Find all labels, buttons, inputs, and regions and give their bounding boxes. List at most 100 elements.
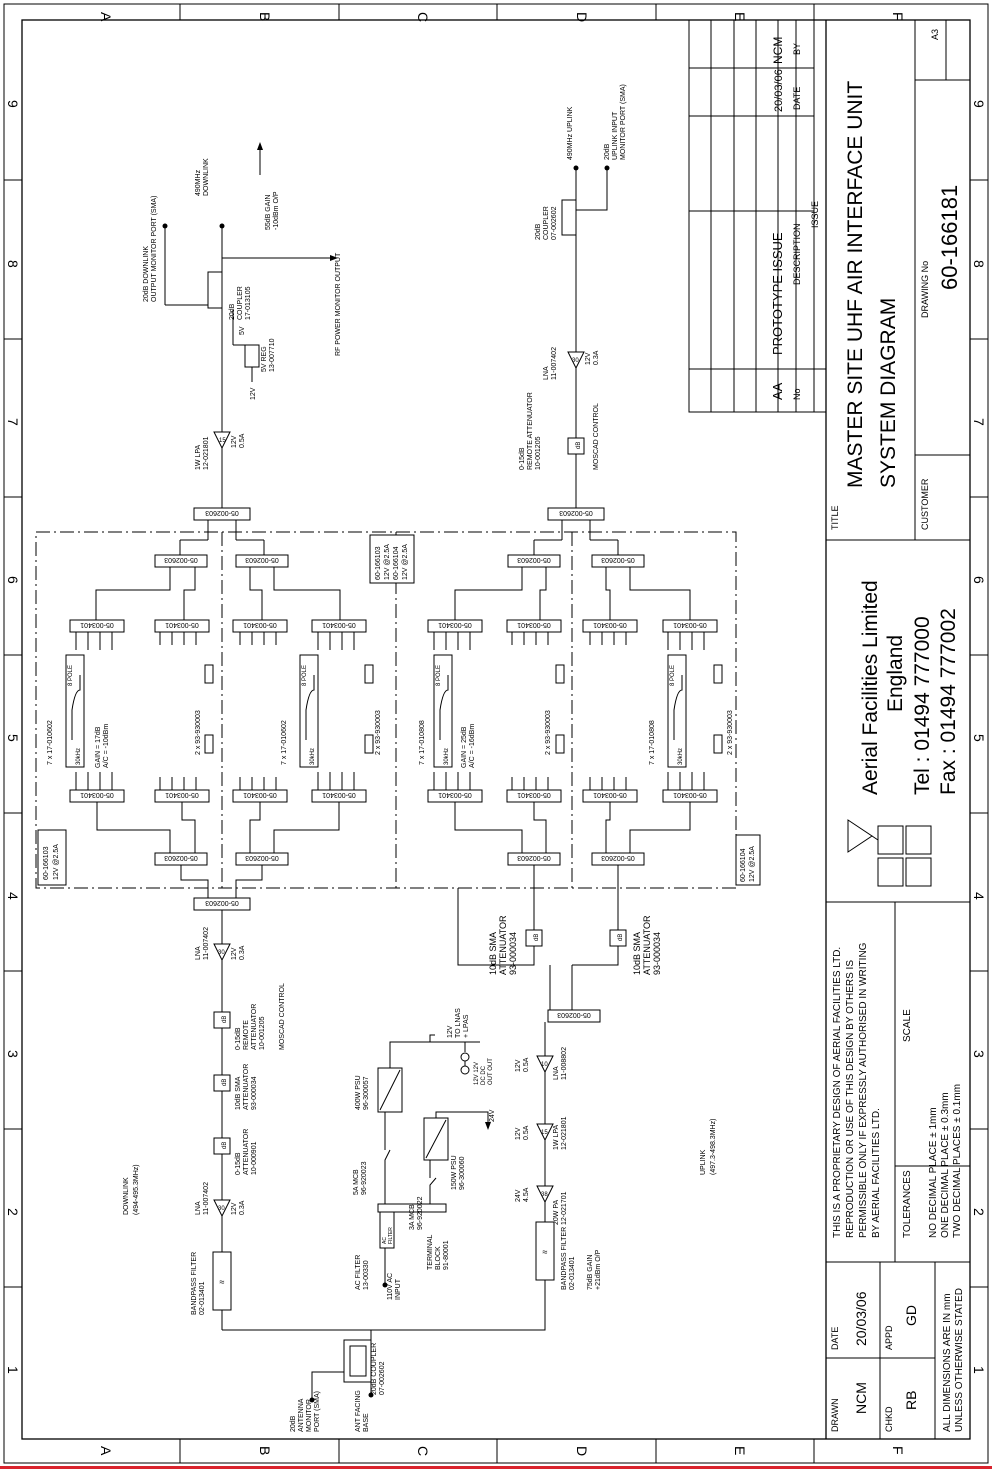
col-label-top: E xyxy=(732,12,748,21)
terminal-block xyxy=(377,1203,447,1213)
rf-power-monitor-label: RF POWER MONITOR OUTPUT xyxy=(335,252,342,356)
ant-monitor-label: PORT (SMA) xyxy=(314,1391,321,1432)
lna-label: LNA xyxy=(553,1066,560,1080)
psu-tag xyxy=(369,534,415,584)
ac-filter-text: AC xyxy=(382,1237,388,1244)
psu-tag-text: 12V @2.5A xyxy=(402,544,409,580)
rev-header-date: DATE xyxy=(792,87,802,110)
col-label-bottom: F xyxy=(890,1446,906,1455)
row-label-left: 7 xyxy=(5,418,21,426)
dl-attenuator xyxy=(213,1074,231,1092)
dimensions-note: ALL DIMENSIONS ARE IN mm xyxy=(942,1293,953,1432)
splitter-label: 05-002603 xyxy=(164,854,198,861)
amp-gain: 30 xyxy=(218,950,225,956)
downlink-label: DOWNLINK xyxy=(123,1177,130,1215)
ac-input-label: 110V AC xyxy=(387,1273,394,1300)
col-label-bottom: D xyxy=(574,1446,590,1456)
coupler-label: COUPLER xyxy=(237,286,244,320)
scale-label: SCALE xyxy=(902,1009,913,1042)
row-label-right: 6 xyxy=(971,576,987,584)
term-label: 2 x 93-930003 xyxy=(545,710,552,755)
combiner-label: 05-003401 xyxy=(322,791,356,798)
splitter-label: 05-002603 xyxy=(245,854,279,861)
dl-lpa-amp xyxy=(213,431,231,450)
dl-monitor-port: OUTPUT MONITOR PORT (SMA) xyxy=(151,196,158,302)
lna-label: 11-008802 xyxy=(561,1047,568,1080)
lna-power: 0.3A xyxy=(239,945,246,960)
psu-label: 96-300060 xyxy=(459,1156,466,1190)
row-label-right: 5 xyxy=(971,734,987,742)
combiner-label: 05-003401 xyxy=(517,791,551,798)
combiner xyxy=(232,619,288,633)
dl-remote-attenuator xyxy=(213,1011,231,1029)
lpa-label: 1W LPA xyxy=(553,1125,560,1150)
dl-freq-label: 490MHz xyxy=(195,169,202,196)
reg-label: 5V REG xyxy=(261,346,268,372)
combiner-label: 05-003401 xyxy=(673,621,707,628)
rev-row-no: AA xyxy=(770,382,785,400)
ul-gain-note: +21dBm O/P xyxy=(595,1249,602,1290)
atten-label: REMOTE ATTENUATOR xyxy=(527,392,534,470)
termination xyxy=(713,664,723,684)
ac-filter-label: AC FILTER xyxy=(355,1255,362,1290)
filter-label: 8 POLE xyxy=(68,665,74,686)
splitter-label: 05-002603 xyxy=(164,556,198,563)
coupler-label: COUPLER xyxy=(543,206,550,240)
row-label-left: 5 xyxy=(5,734,21,742)
splitter-label: 05-002603 xyxy=(205,899,239,906)
filter-label: 7 x 17-010602 xyxy=(47,720,54,765)
reg-label: 13-007710 xyxy=(269,338,276,372)
filter-bw: 30kHz xyxy=(678,748,684,765)
ul-freq-label: 490MHz UPLINK xyxy=(567,106,574,160)
splitter-label: 05-002603 xyxy=(517,556,551,563)
col-label-bottom: C xyxy=(415,1446,431,1456)
psu-tag-text: 60-166104 xyxy=(740,848,747,882)
combiner xyxy=(662,619,718,633)
inner-border xyxy=(21,19,971,1440)
combiner-label: 05-003401 xyxy=(243,791,277,798)
ul-monitor-label: MONITOR PORT (SMA) xyxy=(620,84,627,160)
column-letters: A B C D E F A B C D E F xyxy=(98,12,906,1456)
drawing-number: 60-166181 xyxy=(937,185,962,290)
term-label: 2 x 93-930003 xyxy=(375,710,382,755)
filter-label: 8 POLE xyxy=(302,665,308,686)
ant-coupler-label: 20dB COUPLER xyxy=(371,1343,378,1395)
ul-lna2-amp xyxy=(536,1055,554,1074)
lpa-power: 12V xyxy=(231,435,238,448)
psu-label: 400W PSU xyxy=(355,1075,362,1110)
combiner xyxy=(582,619,638,633)
combiner xyxy=(311,619,367,633)
tolerances-label: TOLERANCES xyxy=(902,1170,913,1238)
combiner-label: 05-003401 xyxy=(517,621,551,628)
ul-monitor-label: UPLINK INPUT xyxy=(612,111,619,160)
termination xyxy=(364,734,374,754)
company-logo-square xyxy=(905,825,932,855)
lna-label: 11-007402 xyxy=(551,347,558,380)
dl-monitor-port: 20dB DOWNLINK xyxy=(143,246,150,302)
atten-label: ATTENUATOR xyxy=(251,1004,258,1050)
combiner-label: 05-003401 xyxy=(165,621,199,628)
bpf-label: BANDPASS FILTER xyxy=(561,1227,568,1290)
combiner-label: 05-003401 xyxy=(322,621,356,628)
atten-db: dB xyxy=(222,1016,228,1023)
combiner xyxy=(506,619,562,633)
regulator-5v xyxy=(244,344,260,368)
v24-label: 24V xyxy=(489,1109,496,1122)
atten-label: 93-000034 xyxy=(652,932,662,975)
ul-input-coupler xyxy=(561,199,577,236)
psu-tag-text: 12V @2.5A xyxy=(53,844,60,880)
lna-power: 0.5A xyxy=(523,1057,530,1072)
psu-tag-text: 60-166103 xyxy=(375,546,382,580)
combiner xyxy=(69,619,125,633)
atten-label: 10dB SMA xyxy=(235,1076,242,1110)
proprietary-note: THIS IS A PROPRIETARY DESIGN OF AERIAL F… xyxy=(832,947,843,1238)
terminal-block-label: 91-80001 xyxy=(443,1240,450,1270)
rev-header-desc: DESCRIPTION xyxy=(792,223,802,285)
row-label-right: 8 xyxy=(971,260,987,268)
downlink-label: (494-495.3MHz) xyxy=(133,1164,140,1215)
lpa-power: 12V xyxy=(515,1127,522,1140)
atten-label: 93-000034 xyxy=(508,932,518,975)
title-label: TITLE xyxy=(830,505,840,530)
col-label-top: F xyxy=(890,12,906,21)
dc-out-label: OUT OUT xyxy=(488,1058,494,1085)
